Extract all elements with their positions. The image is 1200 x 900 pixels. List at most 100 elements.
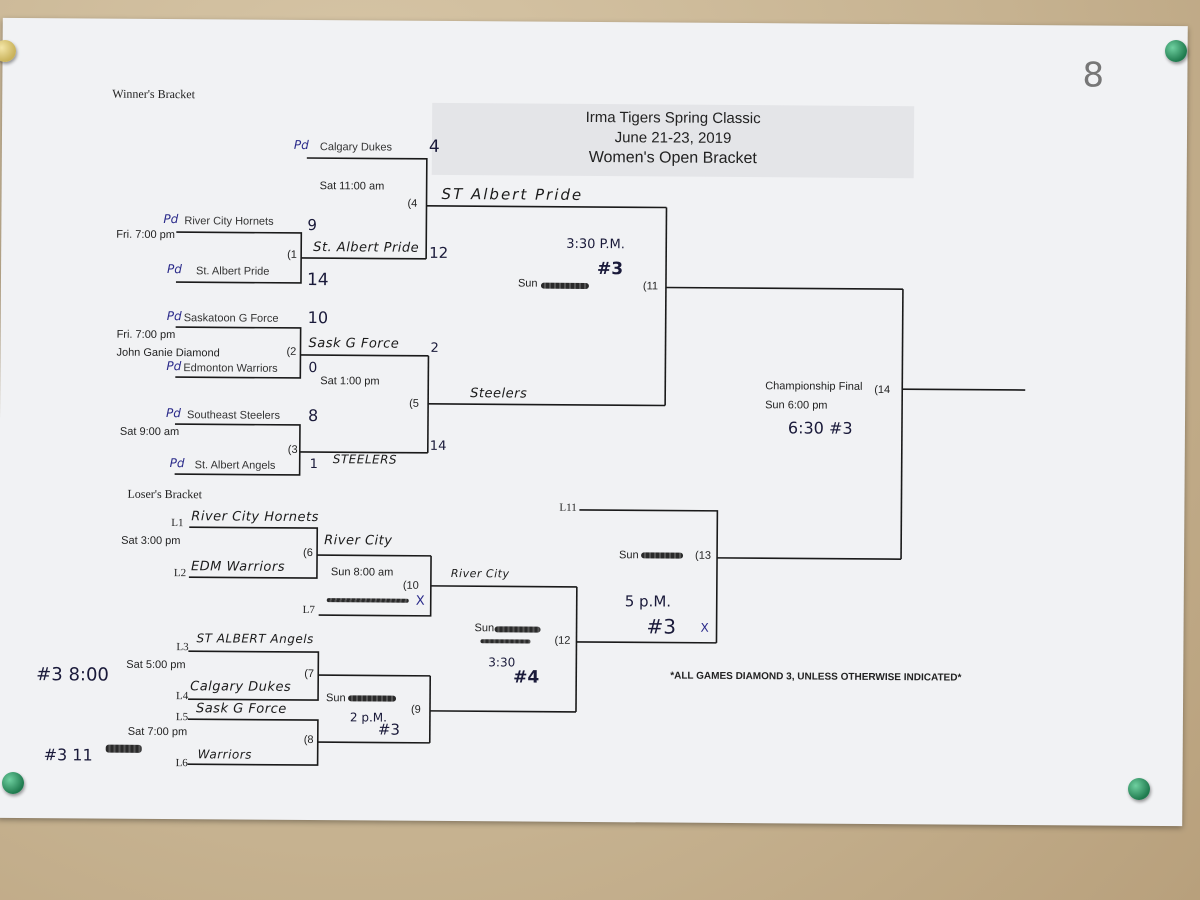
g13-diamond-handwritten: #3 [646,614,676,638]
g12-number: (12 [554,635,570,647]
g1-time: Fri. 7:00 pm [116,229,175,241]
pushpin-icon [1128,778,1150,800]
crossed-out-time [348,695,396,701]
g5-score-b: 14 [430,439,447,454]
paid-mark: Pd [294,138,309,152]
g5-number: (5 [409,398,419,410]
g13-time-handwritten: 5 p.M. [625,592,671,610]
final-label: Championship Final [765,380,862,393]
g2-team-a: Saskatoon G Force [184,312,279,325]
bracket-line-g4-out [427,206,667,208]
bracket-line-g6-out [317,555,431,556]
g12-team-a: River City [451,567,510,580]
winners-bracket-label: Winner's Bracket [112,87,195,103]
g4-score-b: 12 [429,244,448,262]
final-number: (14 [874,384,890,396]
g11-diamond-handwritten: #3 [597,259,623,279]
g12-diamond-handwritten: #4 [513,667,539,687]
g12-day: Sun [475,622,495,634]
g2-team-b: Edmonton Warriors [183,362,277,375]
g5-team-b: STEELERS [333,452,397,466]
bracket-line-g10-out [431,586,577,587]
g3-time: Sat 9:00 am [120,426,179,438]
l5-side-note: #3 11 [44,745,93,764]
g8-time: Sat 7:00 pm [128,726,187,738]
g8-number: (8 [304,734,314,746]
g10-team-a: River City [324,533,392,548]
bracket-line-g13-out [717,558,901,559]
bracket-line-final [901,289,903,559]
pushpin-icon [2,772,24,794]
g7-slot-b: L4 [176,690,188,702]
g3-team-a: Southeast Steelers [187,409,280,422]
bracket-sheet: Irma Tigers Spring Classic June 21-23, 2… [0,18,1188,826]
bracket-line-g11 [665,208,666,406]
g5-time: Sat 1:00 pm [320,375,379,387]
g13-day: Sun [619,549,639,561]
bracket-line-g7-out [318,675,430,676]
g6-slot-b: L2 [174,567,186,579]
g6-team-b: EDM Warriors [191,559,285,575]
g9-diamond-handwritten: #3 [378,721,400,739]
g1-team-b: St. Albert Pride [196,265,269,278]
g7-time: Sat 5:00 pm [126,659,185,671]
g9-day: Sun [326,692,346,704]
bracket-line-g5-out [428,404,665,406]
g4-time: Sat 11:00 am [320,180,385,192]
g11-team-b: Steelers [470,386,527,401]
g3-number: (3 [288,444,298,456]
g9-number: (9 [411,704,421,716]
footer-note: *ALL GAMES DIAMOND 3, UNLESS OTHERWISE I… [670,671,961,684]
paid-mark: Pd [170,456,185,470]
g6-slot-a: L1 [171,517,183,529]
g7-team-b: Calgary Dukes [190,679,291,695]
g11-number: (11 [643,280,658,292]
final-time-handwritten: 6:30 #3 [788,418,853,437]
g11-day: Sun [518,277,538,289]
g2-number: (2 [286,346,296,358]
g8-team-a: Sask G Force [196,701,287,717]
bracket-line-g9-out [430,711,576,712]
bracket-line-g2-out [300,355,428,356]
g7-number: (7 [304,668,314,680]
g11-team-a: ST Albert Pride [442,185,584,204]
page-number: 8 [1082,55,1104,95]
g4-number: (4 [407,198,417,210]
tournament-title-box: Irma Tigers Spring Classic June 21-23, 2… [432,103,914,178]
losers-bracket-label: Loser's Bracket [127,487,202,503]
bracket-line-g12-out [576,642,716,643]
g3-team-b: St. Albert Angels [195,459,276,472]
crossed-out-time [641,552,683,558]
g1-score-b: 14 [307,270,329,290]
g5-score-a: 2 [430,341,438,356]
crossed-out-diamond [480,639,530,643]
g3-score-a: 8 [308,406,318,425]
g11-time-handwritten: 3:30 P.M. [566,237,625,252]
g8-team-b: Warriors [198,747,252,761]
paid-mark: Pd [166,359,181,373]
crossed-out-time [495,626,541,632]
bracket-line-g12 [576,587,577,712]
g2-time: Fri. 7:00 pm [117,329,176,341]
g10-time: Sun 8:00 am [331,566,393,578]
paid-mark: Pd [166,406,181,420]
g4-team-b: St. Albert Pride [313,240,419,256]
paid-mark: Pd [163,212,178,226]
pushpin-icon [1165,40,1187,62]
bracket-line-g11-out [666,288,903,290]
g7-team-a: ST ALBERT Angels [196,631,313,646]
g2-score-a: 10 [308,308,328,327]
g10-slot-b: L7 [303,604,315,616]
g4-team-a: Calgary Dukes [320,141,392,154]
bracket-line-g8-out [318,742,430,743]
g2-score-b: 0 [308,360,317,376]
g13-forfeit-mark: X [701,621,709,635]
g12-time-handwritten: 3:30 [488,655,515,669]
g13-number: (13 [695,550,711,562]
g8-slot-b: L6 [176,757,188,769]
g7-slot-a: L3 [176,641,188,653]
final-time: Sun 6:00 pm [765,399,827,411]
g3-score-b: 1 [310,457,318,472]
bracket-line-champion [902,389,1025,390]
g1-team-a: River City Hornets [184,215,273,228]
